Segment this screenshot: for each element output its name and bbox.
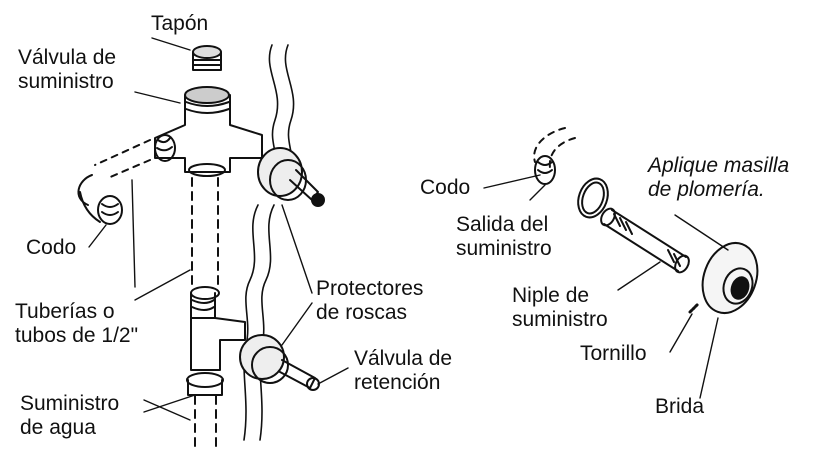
- label-suministro-agua: Suministro de agua: [20, 392, 119, 440]
- label-codo-right: Codo: [420, 176, 470, 200]
- label-salida-line1: Salida del: [456, 213, 549, 236]
- label-aplique-line2: de plomería.: [648, 178, 765, 201]
- label-valvula-suministro-line1: Válvula de: [18, 46, 117, 69]
- label-codo-left-text: Codo: [26, 236, 77, 259]
- flange-part: [701, 242, 759, 314]
- label-tuberias: Tuberías o tubos de 1/2": [15, 300, 138, 348]
- label-aplique-line1: Aplique masilla: [648, 154, 790, 177]
- label-codo-right-text: Codo: [420, 176, 471, 199]
- label-tuberias-line1: Tuberías o: [15, 300, 115, 323]
- label-suministro-agua-line1: Suministro: [20, 392, 120, 415]
- label-niple-line2: suministro: [512, 308, 608, 331]
- screw-part: [688, 302, 700, 314]
- upper-outlet-valve: [257, 147, 325, 207]
- label-tapon-text: Tapón: [151, 12, 209, 35]
- label-brida: Brida: [655, 395, 704, 419]
- label-protectores-line2: de roscas: [316, 301, 408, 324]
- vertical-pipe: [191, 177, 219, 291]
- label-tuberias-line2: tubos de 1/2": [15, 324, 139, 347]
- label-salida-line2: suministro: [456, 237, 552, 260]
- upper-valve-body: [154, 86, 263, 177]
- lower-valve-body: [186, 286, 246, 449]
- check-valve: [239, 334, 320, 391]
- label-tornillo-text: Tornillo: [580, 342, 647, 365]
- label-tapon: Tapón: [151, 12, 208, 36]
- label-valvula-suministro-line2: suministro: [18, 70, 114, 93]
- leader-lines: [88, 37, 729, 421]
- label-niple-line1: Niple de: [512, 284, 590, 307]
- label-valvula-retencion-line1: Válvula de: [354, 347, 453, 370]
- label-codo-left: Codo: [26, 236, 76, 260]
- cap-part: [192, 45, 222, 71]
- washer-ring: [577, 177, 609, 219]
- left-elbow: [77, 139, 151, 225]
- nipple-pipe: [600, 207, 690, 274]
- right-elbow: [533, 127, 576, 185]
- label-valvula-suministro: Válvula de suministro: [18, 46, 116, 94]
- label-brida-text: Brida: [655, 395, 705, 418]
- label-tornillo: Tornillo: [580, 342, 647, 366]
- label-niple: Niple de suministro: [512, 284, 608, 332]
- label-suministro-agua-line2: de agua: [20, 416, 96, 439]
- label-aplique: Aplique masilla de plomería.: [648, 154, 789, 202]
- wall-board-lines: [243, 44, 295, 441]
- label-protectores: Protectores de roscas: [316, 277, 423, 325]
- label-valvula-retencion-line2: retención: [354, 371, 441, 394]
- label-protectores-line1: Protectores: [316, 277, 424, 300]
- label-salida: Salida del suministro: [456, 213, 552, 261]
- label-valvula-retencion: Válvula de retención: [354, 347, 452, 395]
